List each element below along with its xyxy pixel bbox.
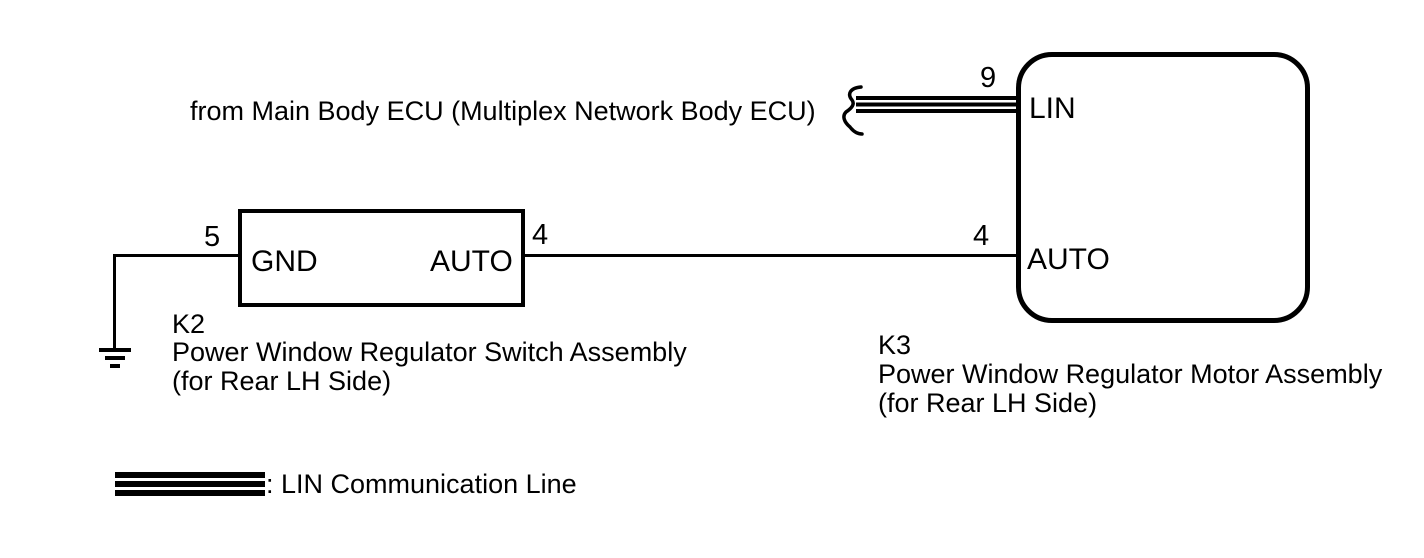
- continuation-squiggle-icon: [842, 85, 864, 136]
- k3-pin-9-number: 9: [980, 62, 997, 94]
- k2-ref: K2: [172, 309, 206, 339]
- legend-label: : LIN Communication Line: [266, 469, 577, 499]
- k2-pin-4-number: 4: [532, 219, 549, 251]
- k3-ref: K3: [878, 330, 912, 360]
- k2-variant: (for Rear LH Side): [172, 366, 392, 396]
- k2-port-gnd-label: GND: [251, 245, 318, 278]
- k2-name: Power Window Regulator Switch Assembly: [172, 337, 687, 367]
- ecu-source-note: from Main Body ECU (Multiplex Network Bo…: [190, 96, 816, 126]
- k3-name: Power Window Regulator Motor Assembly: [878, 359, 1383, 389]
- lin-wire: [856, 96, 1016, 113]
- k3-port-lin-label: LIN: [1029, 92, 1076, 125]
- k3-port-auto-label: AUTO: [1027, 243, 1110, 276]
- auto-wire: [523, 254, 1016, 257]
- k2-switch-assembly-box: [238, 209, 525, 307]
- ground-drop-wire: [113, 254, 116, 350]
- gnd-wire: [114, 254, 238, 257]
- k3-pin-4-number: 4: [973, 220, 990, 252]
- lin-line-legend-swatch: [115, 472, 265, 496]
- k3-variant: (for Rear LH Side): [878, 388, 1098, 418]
- k2-pin-5-number: 5: [204, 221, 221, 253]
- k2-port-auto-label: AUTO: [430, 245, 513, 278]
- k3-motor-assembly-box: [1016, 52, 1310, 323]
